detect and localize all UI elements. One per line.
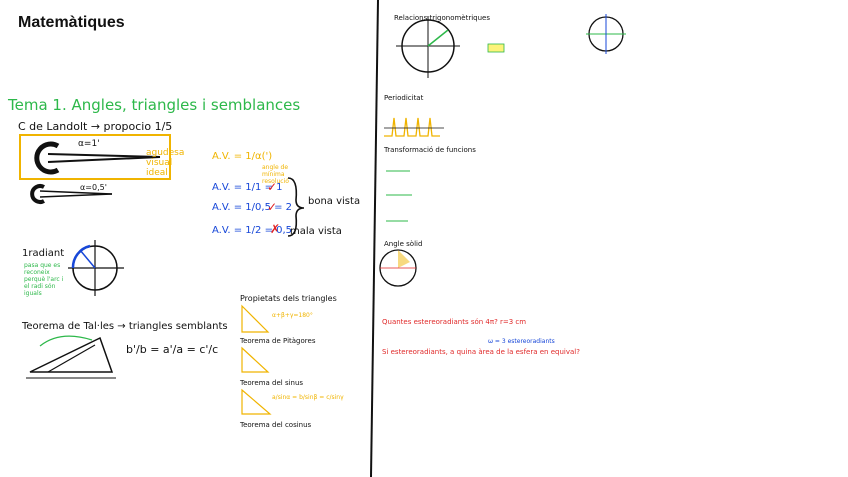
sine-equation: a/sinα = b/sinβ = c/sinγ <box>272 394 344 401</box>
question-1: Quantes estereoradiants són 4π? r=3 cm <box>382 318 527 326</box>
alpha-05-label: α=0,5' <box>80 183 107 192</box>
bona-vista-label: bona vista <box>308 196 361 207</box>
av-definition-note: angle de mínima resolució <box>262 164 289 185</box>
check-mark-2-icon: ✓ <box>267 200 278 214</box>
angle-sum: α+β+γ=180° <box>272 312 313 319</box>
result-omega: ω = 3 estereoradiants <box>488 338 555 345</box>
transform-heading: Transformació de funcions <box>384 146 476 154</box>
question-2: Si estereoradiants, a quina àrea de la e… <box>382 348 580 356</box>
check-mark-1-icon: ✓ <box>267 180 278 194</box>
av-example-2: A.V. = 1/0,5 = 2 <box>212 202 293 213</box>
tales-heading: Teorema de Tal·les → triangles semblants <box>22 321 228 332</box>
sine-heading: Teorema del sinus <box>240 379 304 387</box>
solid-angle-heading: Angle sòlid <box>384 240 423 248</box>
alpha-1-label: α=1' <box>78 139 100 149</box>
pythagoras-heading: Teorema de Pitàgores <box>240 337 316 345</box>
cosine-heading: Teorema del cosinus <box>240 421 312 429</box>
trig-relations-heading: Relacions trigonomètriques <box>394 14 491 22</box>
topic-heading: Tema 1. Angles, triangles i semblances <box>8 96 301 114</box>
radiant-label: 1radiant <box>22 248 65 259</box>
page-title: Matemàtiques <box>18 14 125 31</box>
radiant-note: pasa que es reconeix perquè l'arc i el r… <box>24 262 64 297</box>
av-example-1: A.V. = 1/1 = 1 <box>212 182 283 193</box>
triangle-properties: Propietats dels triangles <box>240 294 337 303</box>
agudesa-label: agudesa visual ideal <box>146 148 185 178</box>
landolt-heading: C de Landolt → propocio 1/5 <box>18 120 173 133</box>
av-definition: A.V. = 1/α(') <box>212 151 273 162</box>
cross-mark-icon: ✗ <box>270 222 281 236</box>
tales-equation: b'/b = a'/a = c'/c <box>126 343 219 356</box>
mala-vista-label: mala vista <box>290 226 342 237</box>
av-example-3: A.V. = 1/2 = 0,5 <box>212 225 293 236</box>
periodicity-heading: Periodicitat <box>384 94 424 102</box>
